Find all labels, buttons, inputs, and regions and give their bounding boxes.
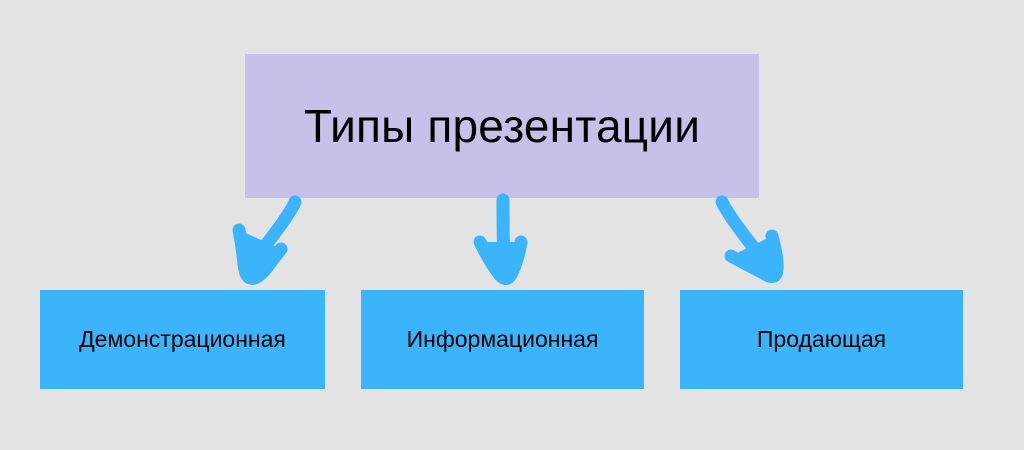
node-child-informational[interactable]: Информационная xyxy=(361,290,644,389)
arrow-down-left-icon xyxy=(232,195,302,285)
node-child-label: Продающая xyxy=(756,325,887,352)
node-child-label: Демонстрационная xyxy=(79,325,286,352)
node-child-selling[interactable]: Продающая xyxy=(680,290,963,389)
node-child-label: Информационная xyxy=(406,325,599,352)
arrow-down-icon xyxy=(473,193,528,285)
node-root-label: Типы презентации xyxy=(303,99,701,152)
arrow-down-right-icon xyxy=(715,195,784,283)
node-child-demonstration[interactable]: Демонстрационная xyxy=(40,290,325,389)
node-root-types-of-presentation[interactable]: Типы презентации xyxy=(245,54,759,198)
